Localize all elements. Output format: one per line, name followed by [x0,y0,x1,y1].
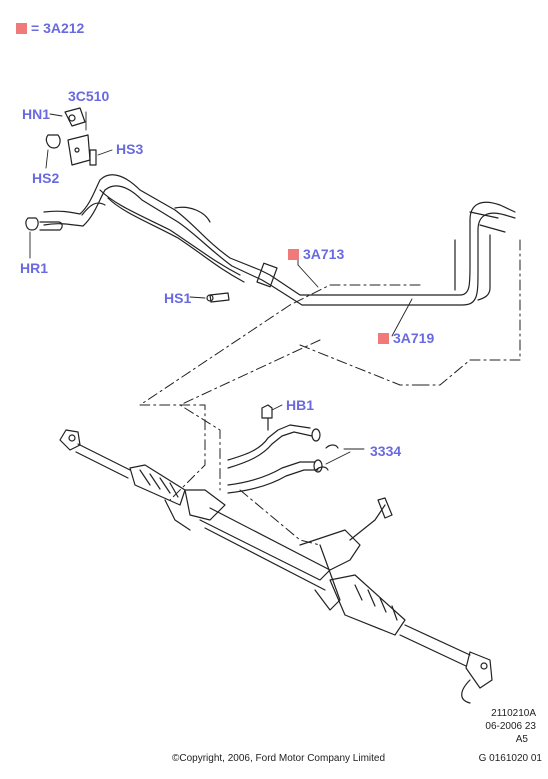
routing-outline [139,239,521,546]
legend-text: = 3A212 [31,20,85,36]
legend: = 3A212 [16,20,84,36]
callout-hr1: HR1 [20,260,49,276]
reference-date: 06-2006 23 [485,721,536,732]
marker-3a719 [378,333,389,344]
marker-3a713 [288,249,299,260]
callout-3334: 3334 [370,443,402,459]
callout-hs1: HS1 [164,290,192,306]
bracket-parts [25,107,230,303]
callout-hb1: HB1 [286,397,315,413]
callout-3a719: 3A719 [378,330,434,346]
callout-hs3: HS3 [116,141,144,157]
callout-3a713: 3A713 [288,246,344,262]
callout-3a719-label: 3A719 [393,330,435,346]
steering-rack [59,429,493,704]
return-lines [227,404,339,494]
copyright: ©Copyright, 2006, Ford Motor Company Lim… [172,753,386,764]
callout-hn1: HN1 [22,106,51,122]
reference-number: G 0161020 01 [478,753,542,764]
callout-hs2: HS2 [32,170,60,186]
legend-marker [16,23,27,34]
callout-3c510: 3C510 [68,88,110,104]
reference-variant: A5 [515,734,528,745]
callout-3a713-label: 3A713 [303,246,345,262]
reference-code: 2110210A [491,708,536,719]
leader-lines [29,111,413,465]
hose-assembly-upper [43,174,516,306]
